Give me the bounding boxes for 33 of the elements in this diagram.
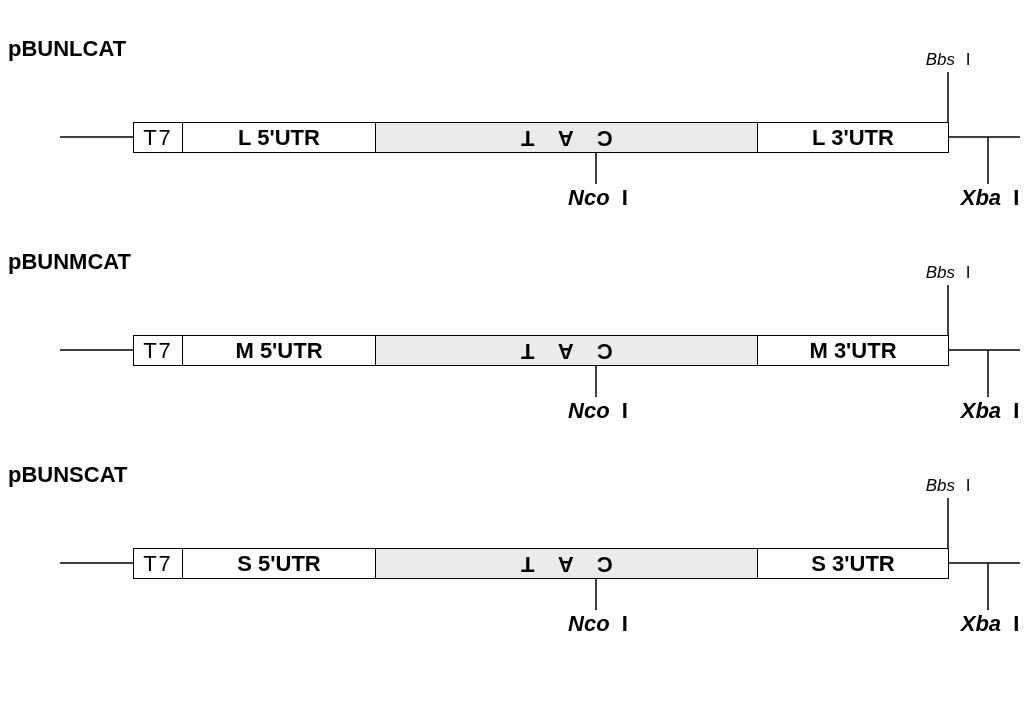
restriction-site-label: Xba I <box>950 610 1030 638</box>
utr-box: M 5'UTR <box>182 335 376 366</box>
leader-line <box>595 152 597 185</box>
construct-name: pBUNMCAT <box>8 249 131 275</box>
gene-box: C A T <box>375 122 758 153</box>
leader-line <box>947 71 949 123</box>
construct-name: pBUNSCAT <box>8 462 128 488</box>
restriction-site-label: Bbs I <box>912 48 984 72</box>
gene-box: C A T <box>375 335 758 366</box>
leader-line <box>987 562 989 611</box>
gene-box: C A T <box>375 548 758 579</box>
restriction-site-label: Nco I <box>556 184 640 212</box>
leader-line <box>595 365 597 398</box>
leader-line <box>987 136 989 185</box>
leader-line <box>947 284 949 336</box>
promoter-box: T7 <box>133 335 183 366</box>
restriction-site-label: Bbs I <box>912 261 984 285</box>
utr-box: S 5'UTR <box>182 548 376 579</box>
promoter-box: T7 <box>133 548 183 579</box>
restriction-site-label: Bbs I <box>912 474 984 498</box>
utr-box: M 3'UTR <box>757 335 949 366</box>
promoter-box: T7 <box>133 122 183 153</box>
utr-box: S 3'UTR <box>757 548 949 579</box>
leader-line <box>987 349 989 398</box>
utr-box: L 5'UTR <box>182 122 376 153</box>
restriction-site-label: Nco I <box>556 397 640 425</box>
restriction-site-label: Xba I <box>950 184 1030 212</box>
construct-name: pBUNLCAT <box>8 36 127 62</box>
restriction-site-label: Xba I <box>950 397 1030 425</box>
restriction-site-label: Nco I <box>556 610 640 638</box>
leader-line <box>595 578 597 611</box>
leader-line <box>947 497 949 549</box>
utr-box: L 3'UTR <box>757 122 949 153</box>
